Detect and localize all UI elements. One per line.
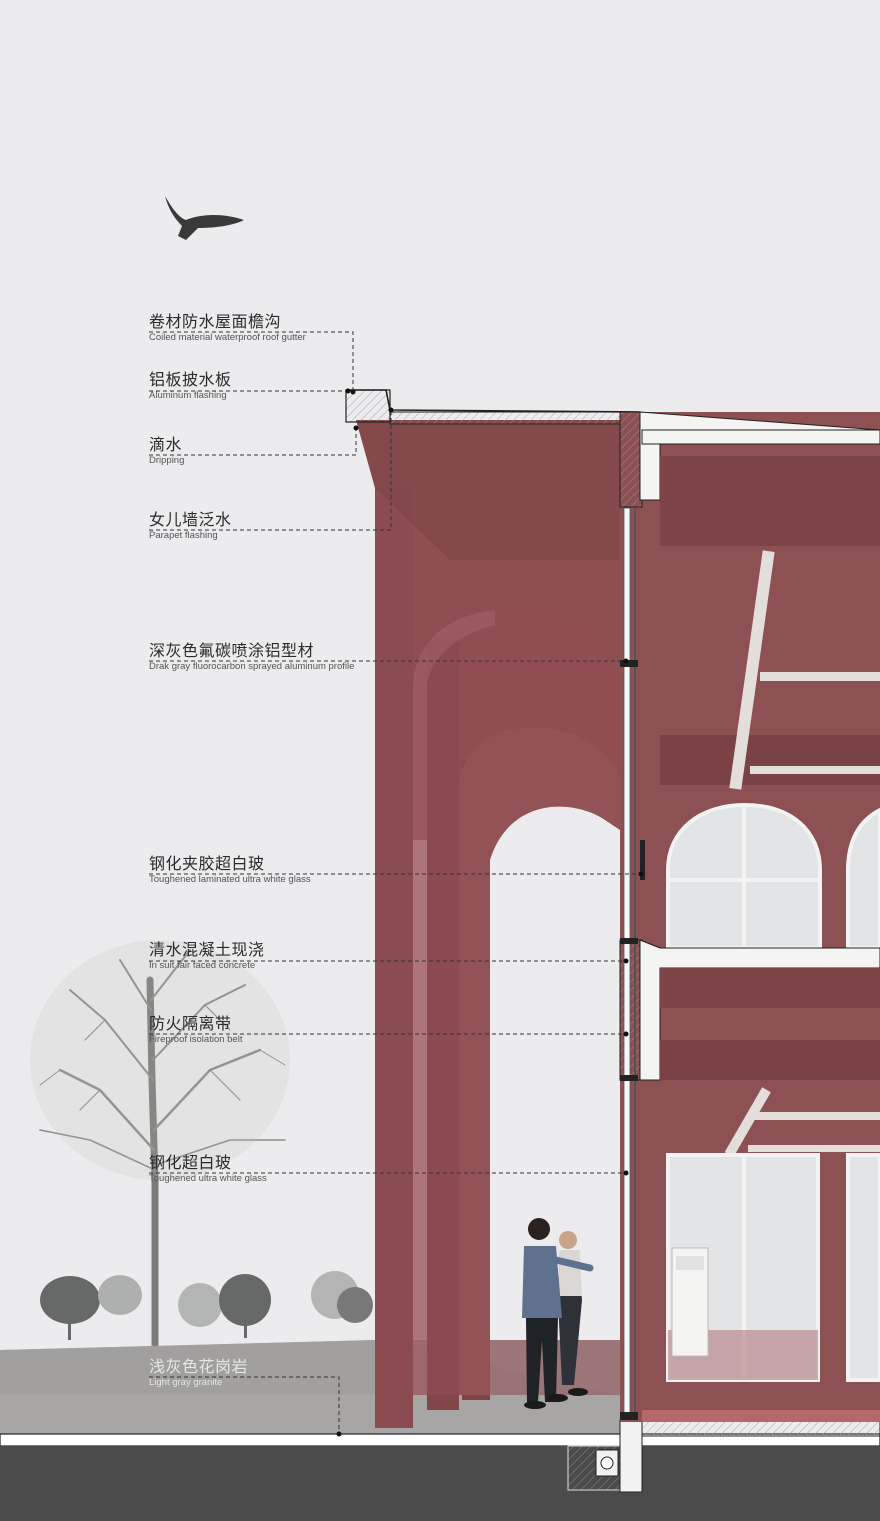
annotation-en: Drak gray fluorocarbon sprayed aluminum … (149, 661, 355, 672)
tree-canopy (30, 940, 290, 1180)
leader-dots (336, 388, 644, 1437)
people (522, 1218, 594, 1409)
annotation-en: Light gray granite (149, 1377, 223, 1388)
annotation-concrete: 清水混凝土现浇 In suit fair faced concrete (149, 942, 265, 971)
annotation-zh: 防火隔离带 (149, 1014, 232, 1033)
annotation-firebelt: 防火隔离带 Fireproof isolation belt (149, 1016, 242, 1045)
annotation-zh: 卷材防水屋面檐沟 (149, 312, 282, 331)
deciduous-tree (39, 949, 286, 1349)
annotation-en: Parapet flashing (149, 530, 218, 541)
annotation-zh: 清水混凝土现浇 (149, 940, 265, 959)
annotation-en: Toughened ultra white glass (149, 1173, 267, 1184)
annotation-zh: 深灰色氟碳喷涂铝型材 (149, 641, 315, 660)
annotation-zh: 钢化超白玻 (149, 1153, 232, 1172)
annotation-gutter: 卷材防水屋面檐沟 Coiled material waterproof roof… (149, 314, 306, 343)
earth (0, 1446, 880, 1521)
annotation-glass: 钢化超白玻 Toughened ultra white glass (149, 1155, 267, 1184)
annotation-parapet: 女儿墙泛水 Parapet flashing (149, 512, 232, 541)
annotation-en: Fireproof isolation belt (149, 1034, 243, 1045)
building-interior (619, 411, 880, 1422)
foundation-wall (619, 1419, 643, 1493)
parapet (345, 389, 641, 425)
annotation-zh: 浅灰色花岗岩 (149, 1357, 249, 1376)
annotation-profile: 深灰色氟碳喷涂铝型材 Drak gray fluorocarbon spraye… (149, 643, 354, 672)
annotation-en: Toughened laminated ultra white glass (149, 874, 311, 885)
colonnade (356, 420, 620, 1428)
annotation-zh: 钢化夹胶超白玻 (149, 854, 265, 873)
leader-lines (149, 331, 641, 1434)
annotation-en: Dripping (149, 455, 185, 466)
bird-silhouette (165, 196, 244, 240)
annotation-en: In suit fair faced concrete (149, 960, 256, 971)
annotation-zh: 铝板披水板 (149, 370, 232, 389)
annotation-en: Aluminum flashing (149, 390, 227, 401)
annotation-zh: 滴水 (149, 435, 183, 454)
annotation-en: Coiled material waterproof roof gutter (149, 332, 306, 343)
annotation-dripping: 滴水 Dripping (149, 437, 184, 466)
annotation-zh: 女儿墙泛水 (149, 510, 232, 529)
annotation-flashing: 铝板披水板 Aluminum flashing (149, 372, 232, 401)
annotation-laminated: 钢化夹胶超白玻 Toughened laminated ultra white … (149, 856, 311, 885)
annotation-granite: 浅灰色花岗岩 Light gray granite (149, 1359, 248, 1388)
